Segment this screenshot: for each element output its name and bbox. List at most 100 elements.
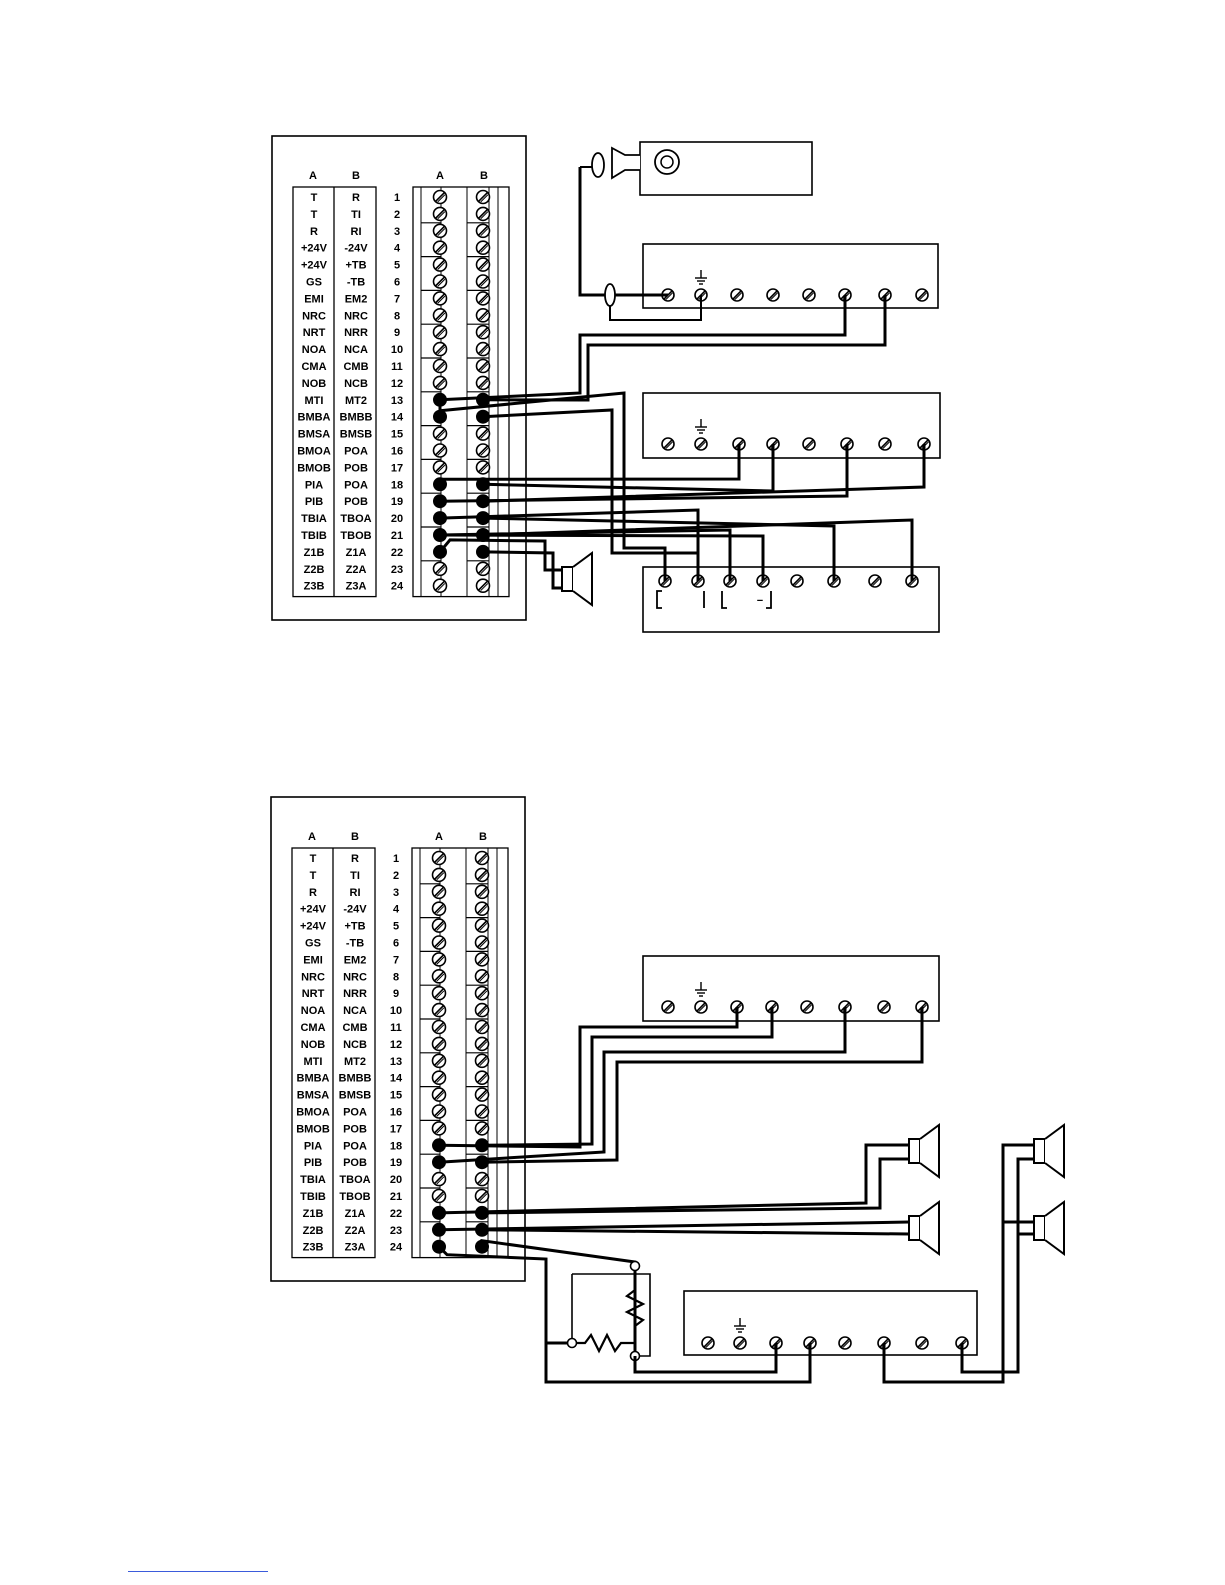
label-a-12: NOB (301, 1039, 326, 1051)
label-a-4: +24V (301, 243, 328, 255)
screw-terminal-icon (474, 918, 490, 933)
screw-terminal-icon (431, 1121, 447, 1136)
screw-terminal-icon (431, 1104, 447, 1119)
strip-col-b-header: B (479, 831, 487, 843)
row-number-1: 1 (393, 853, 399, 865)
wire-thin (656, 590, 662, 609)
wire-thin (609, 295, 702, 321)
label-a-16: BMOA (296, 1107, 330, 1119)
row-number-18: 18 (391, 479, 403, 491)
label-b-8: NRC (344, 310, 368, 322)
screw-terminal-icon (474, 901, 490, 917)
screw-terminal-icon (661, 437, 675, 451)
label-b-15: BMSB (339, 1090, 371, 1102)
label-b-1: R (351, 853, 359, 865)
label-a-14: BMBA (298, 412, 331, 424)
row-number-18: 18 (390, 1140, 402, 1152)
module-5 (683, 1290, 978, 1356)
row-number-9: 9 (394, 327, 400, 339)
screw-terminal-icon (474, 1087, 490, 1102)
screw-terminal-icon (868, 574, 882, 588)
screw-terminal-icon (475, 375, 491, 391)
row-number-12: 12 (390, 1039, 402, 1051)
label-b-18: POA (343, 1140, 367, 1152)
label-col-a-header: A (308, 831, 316, 843)
screw-terminal-icon (475, 341, 491, 357)
screw-terminal-icon (475, 578, 491, 594)
wire (438, 1007, 739, 1149)
row-number-16: 16 (391, 446, 403, 458)
strip-col-b-header: B (480, 170, 488, 182)
label-b-22: Z1A (346, 547, 367, 559)
wire-thin (721, 591, 727, 609)
screw-terminal-icon (431, 1188, 447, 1204)
label-b-10: NCA (343, 1005, 367, 1017)
label-a-1: T (310, 853, 317, 865)
wire-thin (766, 591, 772, 609)
screw-terminal-icon (432, 358, 448, 374)
wire (438, 1143, 909, 1215)
row-number-14: 14 (390, 1073, 403, 1085)
speaker-icon (561, 551, 593, 607)
footer-link-underline[interactable] (128, 1571, 268, 1572)
screw-terminal-icon (432, 189, 448, 205)
screw-terminal-icon (432, 240, 448, 255)
screw-terminal-icon (432, 257, 448, 272)
label-b-5: +TB (344, 921, 365, 933)
label-a-15: BMSA (298, 429, 330, 441)
resistor-icon (572, 1332, 635, 1354)
screw-terminal-icon (475, 324, 491, 340)
label-b-20: TBOA (340, 513, 371, 525)
label-a-8: NRC (301, 971, 325, 983)
ground-icon (695, 982, 707, 997)
wire (438, 538, 562, 572)
label-a-12: NOB (302, 378, 327, 390)
label-a-18: PIA (304, 1140, 322, 1152)
screw-terminal-icon (790, 574, 804, 588)
label-a-3: R (309, 887, 317, 899)
row-number-8: 8 (394, 310, 400, 322)
wire (438, 1220, 910, 1232)
row-number-19: 19 (391, 496, 403, 508)
label-a-7: EMI (304, 293, 324, 305)
row-number-12: 12 (391, 378, 403, 390)
label-b-22: Z1A (345, 1208, 366, 1220)
screw-terminal-icon (838, 1336, 852, 1350)
row-number-22: 22 (391, 547, 403, 559)
label-a-10: NOA (301, 1005, 326, 1017)
label-a-2: T (310, 870, 317, 882)
label-a-13: MTI (305, 395, 324, 407)
wire (882, 1143, 1034, 1384)
wire (482, 444, 926, 503)
label-a-9: NRT (303, 327, 326, 339)
screw-terminal-icon (475, 206, 491, 222)
label-b-11: CMB (342, 1022, 367, 1034)
label-b-4: -24V (343, 904, 367, 916)
label-a-20: TBIA (300, 1174, 326, 1186)
screw-terminal-icon (474, 985, 490, 1001)
row-number-3: 3 (394, 226, 400, 238)
row-number-19: 19 (390, 1157, 402, 1169)
screw-terminal-icon (432, 274, 448, 289)
wire (960, 1157, 1034, 1374)
row-number-5: 5 (393, 921, 399, 933)
screw-terminal-icon (475, 358, 491, 374)
label-a-6: GS (306, 277, 322, 289)
label-a-24: Z3B (304, 581, 325, 593)
label-b-19: POB (343, 1157, 367, 1169)
screw-terminal-icon (431, 867, 447, 883)
label-a-23: Z2B (304, 564, 325, 576)
screw-terminal-icon (474, 1121, 490, 1136)
screw-terminal-icon (432, 460, 448, 475)
screw-terminal-icon (474, 935, 490, 950)
screw-terminal-icon (474, 884, 490, 900)
screw-terminal-icon (475, 426, 491, 441)
row-number-20: 20 (391, 513, 403, 525)
row-number-3: 3 (393, 887, 399, 899)
screw-terminal-icon (474, 1019, 490, 1035)
label-b-19: POB (344, 496, 368, 508)
screw-terminal-icon (431, 935, 447, 950)
screw-terminal-icon (431, 968, 447, 984)
row-number-24: 24 (390, 1242, 403, 1254)
